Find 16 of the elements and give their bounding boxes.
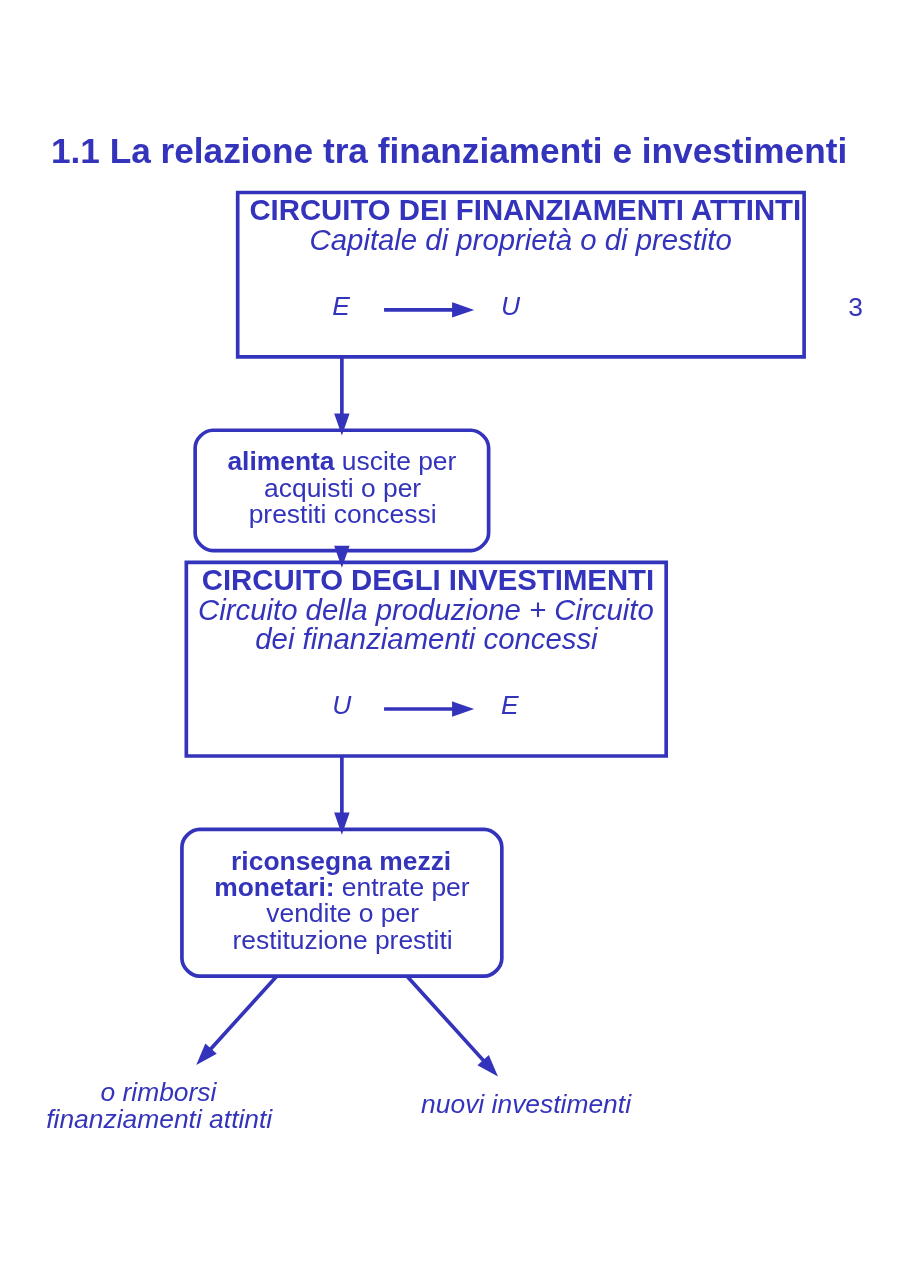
arrow — [334, 545, 350, 568]
arrow — [384, 701, 475, 717]
diagram-title: 1.1 La relazione tra finanziamenti e investimenti — [50, 131, 848, 171]
node-text: U — [332, 690, 352, 721]
node-text: E — [332, 290, 350, 321]
node-text: nuovi investimenti — [421, 1089, 632, 1120]
arrow — [334, 756, 350, 835]
arrow — [384, 302, 475, 318]
node-box: riconsegna mezzi monetari: entrate per vendite o per restituzione prestiti — [180, 827, 504, 978]
arrow — [405, 974, 498, 1077]
arrow — [196, 974, 279, 1065]
label: 3 — [848, 292, 863, 323]
node-text: U — [501, 290, 521, 321]
arrow — [334, 356, 350, 436]
node-text: E — [501, 690, 519, 721]
node-text: o rimborsi finanziamenti attinti — [46, 1077, 273, 1134]
